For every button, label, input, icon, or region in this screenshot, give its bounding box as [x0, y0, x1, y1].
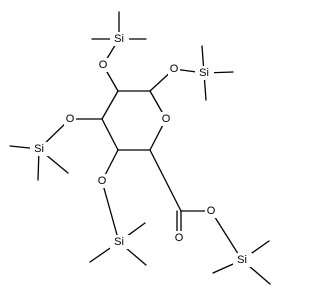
atom-o-top-left: O	[99, 59, 108, 71]
atom-labels: Si O O Si O O Si O Si O O Si	[30, 32, 252, 267]
atom-o-top-right: O	[170, 63, 179, 75]
atom-o-low-left: O	[98, 175, 107, 187]
bond-c3-c4	[101, 90, 119, 120]
atom-o-ring: O	[162, 113, 171, 125]
atom-o-ester: O	[207, 205, 216, 217]
atom-si-top-right: Si	[199, 67, 209, 79]
atom-o-carbonyl: O	[175, 232, 184, 244]
bond-c5-carboxyl	[149, 149, 182, 212]
bond-c2-c3	[101, 118, 119, 151]
atom-si-left: Si	[34, 143, 44, 155]
molecule-structure-diagram: Si O O Si O O Si O Si O O Si	[9, 11, 271, 285]
atom-si-bottom-right: Si	[237, 254, 247, 266]
bond-o-si-bottom-left	[101, 180, 120, 243]
bond-o-si-bottom-right	[210, 210, 243, 261]
atom-o-mid-left: O	[66, 113, 75, 125]
atom-si-bottom-left: Si	[114, 236, 124, 248]
bonds	[9, 11, 271, 285]
atom-si-top: Si	[114, 33, 124, 45]
